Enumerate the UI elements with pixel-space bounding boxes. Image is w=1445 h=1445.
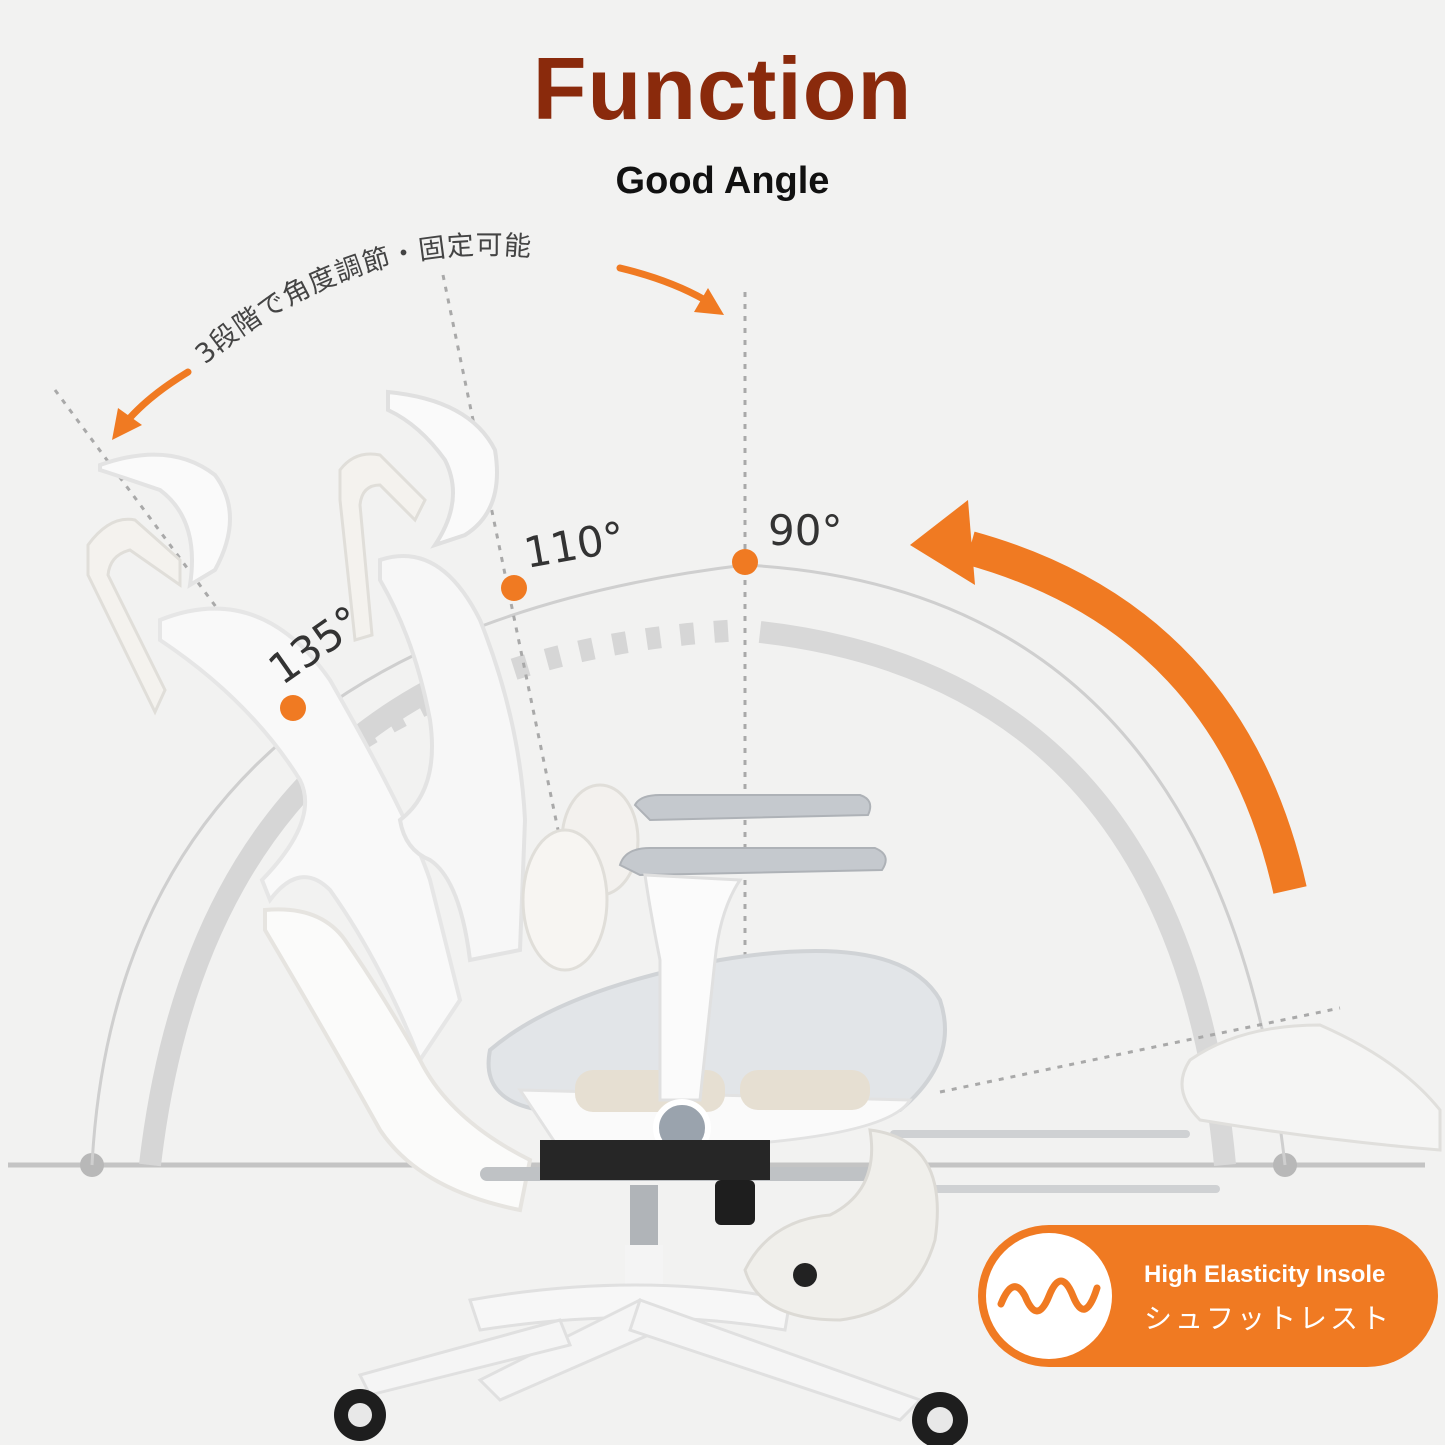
badge-subtitle: シュフットレスト [1144,1302,1393,1335]
angle-dot-90 [732,549,758,575]
angle-label-110: 110° [520,512,628,578]
arrow-left-icon [124,368,192,424]
badge-text: High Elasticity Insole シュフットレスト [1144,1261,1392,1337]
page-subtitle: Good Angle [615,160,830,202]
angle-label-90: 90° [768,506,842,555]
page-title: Function [532,39,913,138]
footrest [743,1023,1442,1322]
angle-caption: 3段階で角度調節・固定可能 [190,230,533,370]
footrest-angle-line [939,1006,1341,1094]
chair-back-135 [86,452,463,1065]
big-recline-arrow-head-icon [910,500,975,585]
angle-line-135 [53,389,302,721]
badge-title: High Elasticity Insole [1144,1261,1386,1288]
arrow-right-icon [616,264,709,304]
chair-main [263,783,968,1445]
insole-badge: High Elasticity Insole シュフットレスト [978,1225,1438,1367]
big-recline-arrow-icon [965,531,1307,894]
chair-back-110 [338,389,528,963]
arrow-right-head-icon [694,288,724,315]
angle-dot-135 [280,695,306,721]
angle-dot-110 [501,575,527,601]
inner-guide-arc-dashed [354,619,746,750]
inner-guide-arc-right [758,621,1236,1167]
angle-line-110 [441,274,587,961]
arrow-left-head-icon [112,408,142,440]
wave-spring-icon [986,1233,1112,1359]
